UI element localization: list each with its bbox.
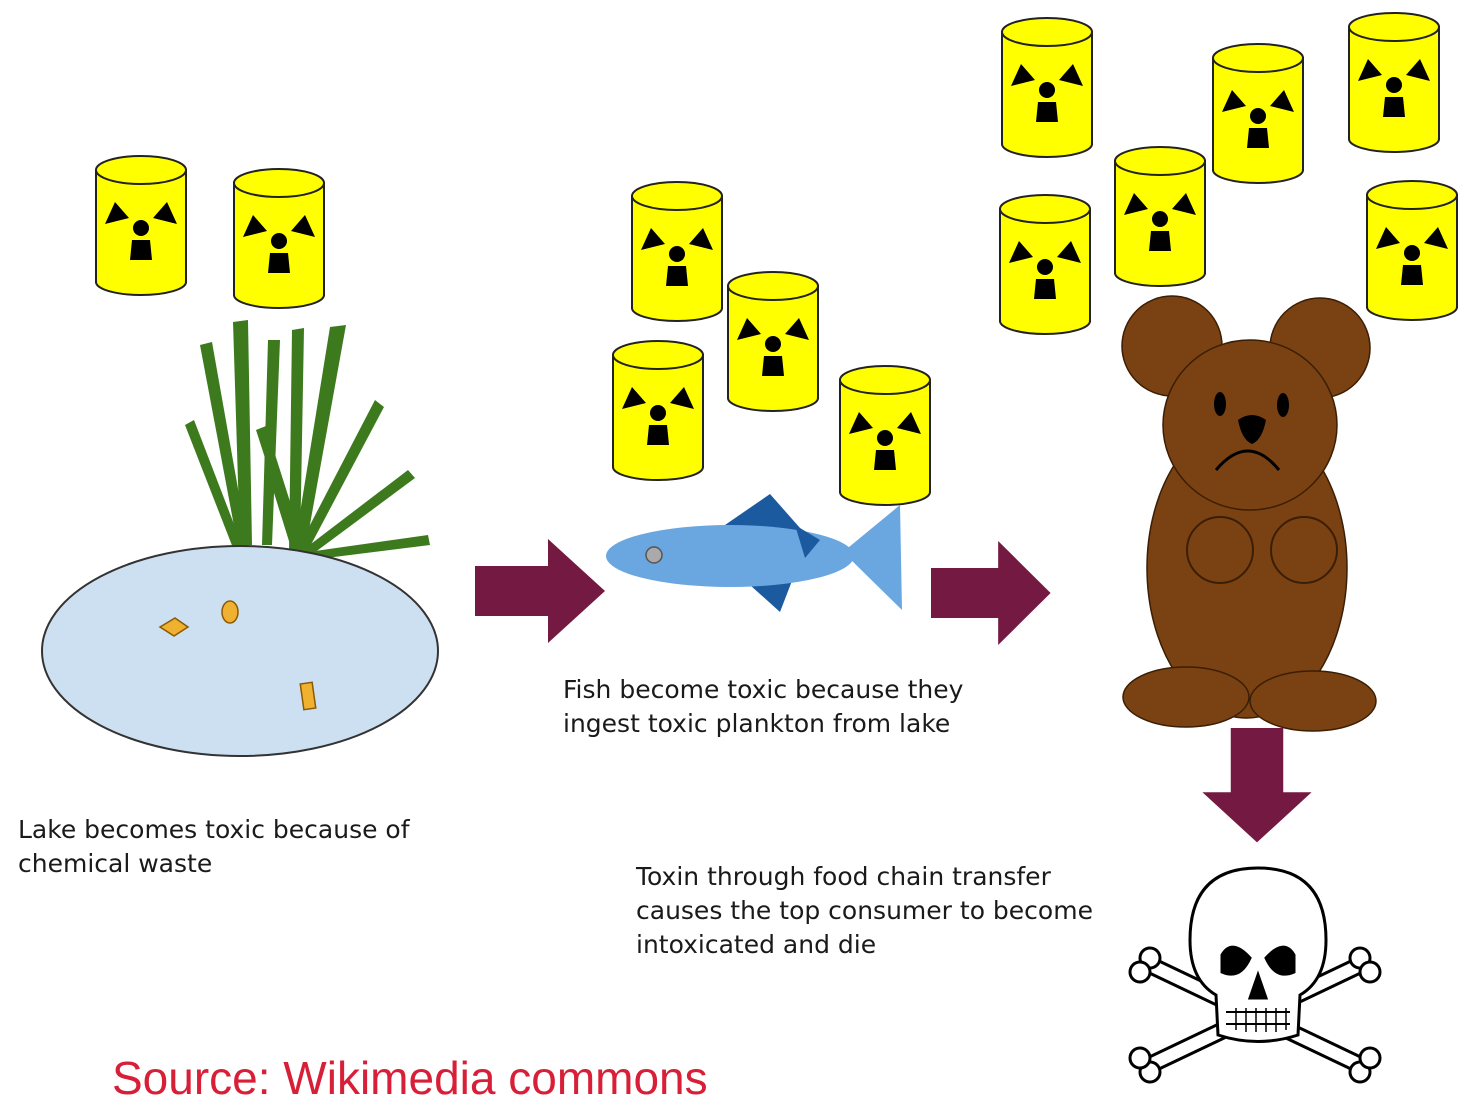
reeds	[185, 320, 430, 560]
fish-caption: Fish become toxic because they ingest to…	[563, 673, 963, 741]
consumer-caption-line: intoxicated and die	[636, 928, 1093, 962]
arrow-icon	[475, 539, 605, 643]
radioactive-barrel-icon	[1002, 18, 1092, 157]
radioactive-barrel-icon	[234, 169, 324, 308]
arrow-icon	[1202, 728, 1311, 842]
lake-barrels	[96, 156, 324, 308]
radioactive-barrel-icon	[728, 272, 818, 411]
lake-caption: Lake becomes toxic because of chemical w…	[18, 813, 410, 881]
radioactive-barrel-icon	[1213, 44, 1303, 183]
arrow-icon	[931, 541, 1051, 645]
radioactive-barrel-icon	[632, 182, 722, 321]
fish-barrels	[613, 182, 930, 505]
radioactive-barrel-icon	[613, 341, 703, 480]
plankton-icon	[222, 601, 238, 623]
skull-and-crossbones-icon	[1130, 868, 1380, 1082]
fish-caption-line: Fish become toxic because they	[563, 673, 963, 707]
lake-group	[42, 320, 438, 756]
radioactive-barrel-icon	[1000, 195, 1090, 334]
lake-caption-line: chemical waste	[18, 847, 410, 881]
consumer-caption-line: causes the top consumer to become	[636, 894, 1093, 928]
consumer-caption: Toxin through food chain transfer causes…	[636, 860, 1093, 962]
bear-barrels	[1000, 13, 1457, 334]
fish-icon	[606, 494, 902, 612]
radioactive-barrel-icon	[1115, 147, 1205, 286]
radioactive-barrel-icon	[840, 366, 930, 505]
lake-caption-line: Lake becomes toxic because of	[18, 813, 410, 847]
lake-icon	[42, 546, 438, 756]
radioactive-barrel-icon	[1367, 181, 1457, 320]
fish-caption-line: ingest toxic plankton from lake	[563, 707, 963, 741]
consumer-caption-line: Toxin through food chain transfer	[636, 860, 1093, 894]
radioactive-barrel-icon	[1349, 13, 1439, 152]
radioactive-barrel-icon	[96, 156, 186, 295]
source-credit: Source: Wikimedia commons	[112, 1048, 708, 1108]
bear-icon	[1122, 296, 1376, 731]
plankton-icon	[300, 682, 316, 709]
